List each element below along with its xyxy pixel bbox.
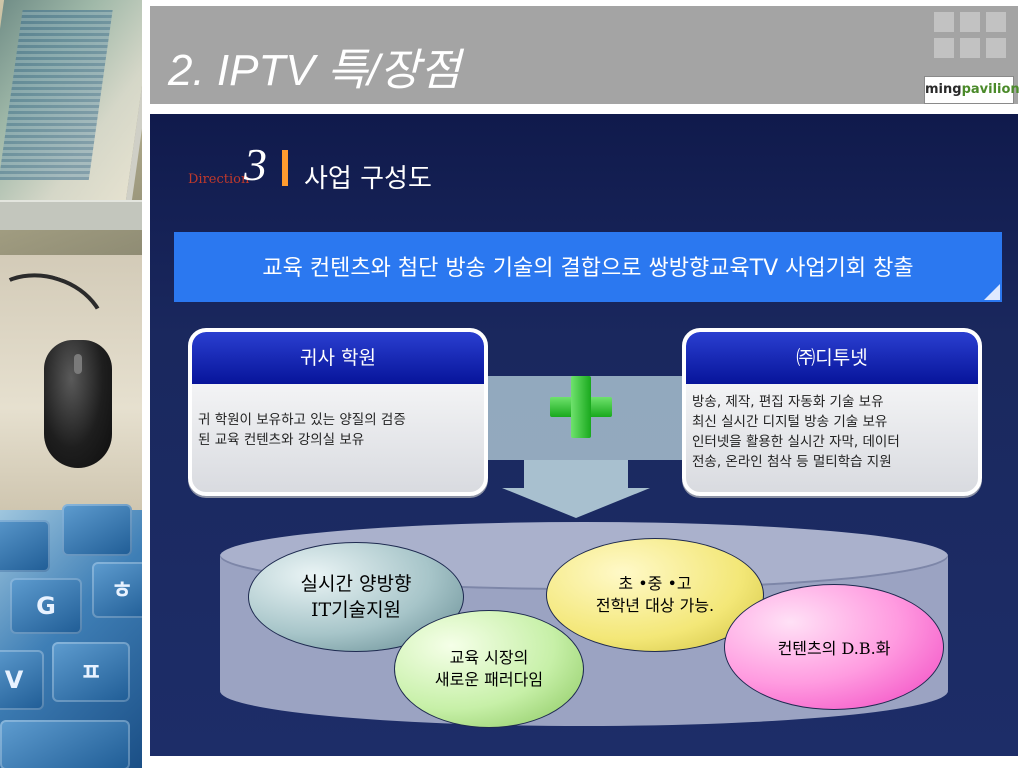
oval-line: 새로운 패러다임 (434, 670, 544, 689)
benefit-oval-database: 컨텐츠의 D.B.화 (724, 584, 944, 710)
accent-bar (282, 150, 288, 186)
laptop-photo (0, 0, 142, 255)
oval-line: 실시간 양방향 (300, 573, 412, 595)
page-fold-icon (984, 284, 1000, 300)
partner-card-d2net: ㈜디투넷 방송, 제작, 편집 자동화 기술 보유 최신 실시간 디지털 방송 … (682, 328, 982, 496)
card-line: 된 교육 컨텐츠와 강의실 보유 (198, 432, 365, 448)
main-panel: Direction 3 사업 구성도 교육 컨텐츠와 첨단 방송 기술의 결합으… (150, 114, 1018, 756)
summary-banner: 교육 컨텐츠와 첨단 방송 기술의 결합으로 쌍방향교육TV 사업기회 창출 (174, 232, 1002, 302)
oval-line: 컨텐츠의 D.B.화 (777, 639, 891, 658)
partner-card-academy: 귀사 학원 귀 학원이 보유하고 있는 양질의 검증 된 교육 컨텐츠와 강의실… (188, 328, 488, 496)
section-heading: 사업 구성도 (304, 164, 432, 194)
mouse-photo (0, 255, 142, 510)
card-body: 귀 학원이 보유하고 있는 양질의 검증 된 교육 컨텐츠와 강의실 보유 (192, 384, 484, 450)
slide-header: 2. IPTV 특/장점 mingpavilion (150, 6, 1020, 104)
banner-text: 교육 컨텐츠와 첨단 방송 기술의 결합으로 쌍방향교육TV 사업기회 창출 (262, 256, 914, 281)
decorative-photo-strip: G ㅎ V ㅍ (0, 0, 142, 768)
plus-icon (550, 376, 612, 438)
card-title: 귀사 학원 (192, 332, 484, 384)
card-line: 전송, 온라인 첨삭 등 멀티학습 지원 (692, 454, 892, 470)
slide-title: 2. IPTV 특/장점 (168, 46, 461, 95)
oval-line: 교육 시장의 (449, 648, 529, 667)
card-line: 방송, 제작, 편집 자동화 기술 보유 (692, 394, 884, 410)
card-line: 최신 실시간 디지털 방송 기술 보유 (692, 414, 888, 430)
benefit-oval-paradigm: 교육 시장의 새로운 패러다임 (394, 610, 584, 728)
keyboard-photo: G ㅎ V ㅍ (0, 504, 142, 768)
card-line: 귀 학원이 보유하고 있는 양질의 검증 (198, 412, 406, 428)
direction-label: Direction (188, 172, 250, 187)
oval-line: 초 •중 •고 (618, 574, 692, 593)
oval-line: 전학년 대상 가능. (595, 596, 715, 615)
brand-logo: mingpavilion (924, 76, 1020, 104)
oval-line: IT기술지원 (310, 599, 402, 621)
card-title: ㈜디투넷 (686, 332, 978, 384)
direction-number: 3 (244, 139, 267, 190)
down-arrow-shaft (524, 460, 628, 488)
card-line: 인터넷을 활용한 실시간 자막, 데이터 (692, 434, 900, 450)
card-body: 방송, 제작, 편집 자동화 기술 보유 최신 실시간 디지털 방송 기술 보유… (686, 384, 978, 472)
down-arrow-icon (502, 488, 650, 518)
